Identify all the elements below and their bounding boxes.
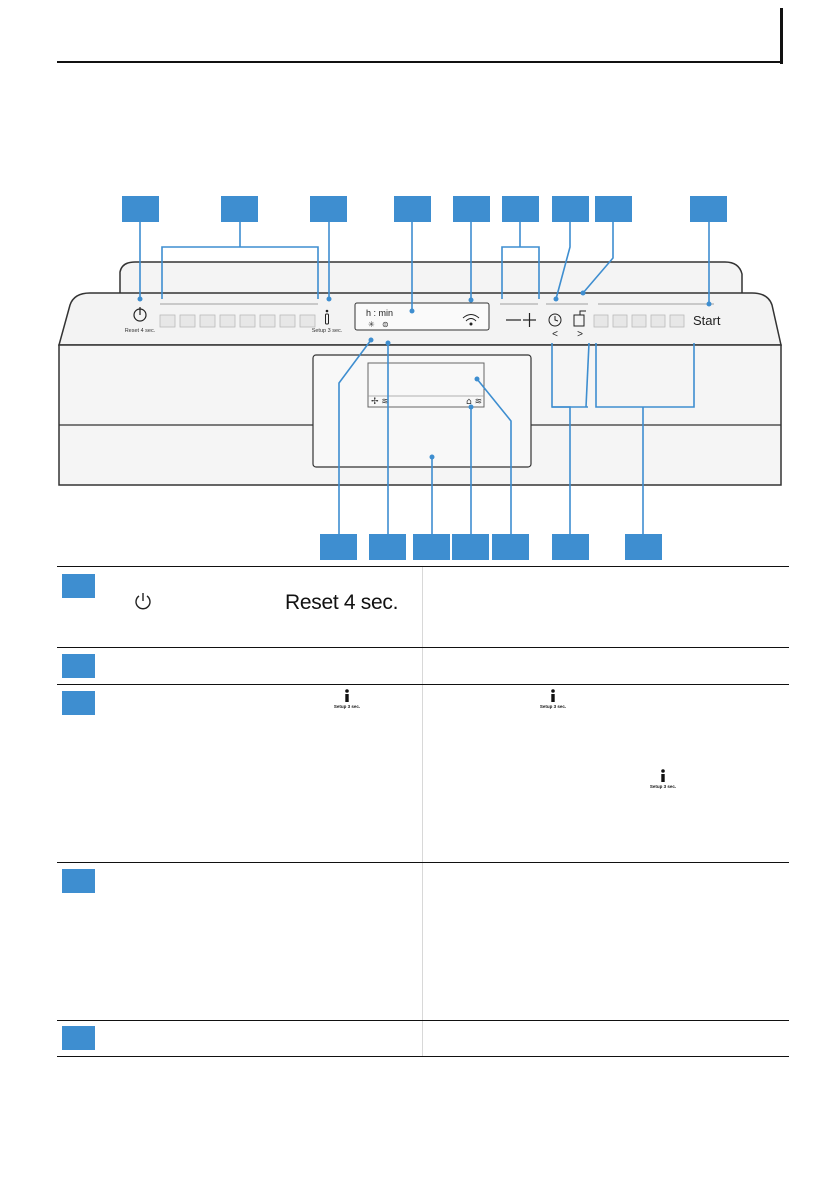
svg-text:Setup 3 sec.: Setup 3 sec. xyxy=(334,704,360,709)
program-buttons-left xyxy=(159,314,316,328)
info-icon[interactable] xyxy=(325,309,329,325)
svg-text:⌂ ≋: ⌂ ≋ xyxy=(466,397,482,407)
legend-row-3: Setup 3 sec. Setup 3 sec. Setup 3 sec. xyxy=(57,685,789,863)
door-display xyxy=(367,362,485,408)
legend-row-5 xyxy=(57,1021,789,1057)
power-caption: Reset 4 sec. xyxy=(125,328,156,334)
callout-badge xyxy=(62,869,95,893)
page-marker xyxy=(780,8,783,64)
reset-text: Reset 4 sec. xyxy=(285,591,399,614)
top-rule xyxy=(57,61,783,63)
callout-badge xyxy=(62,691,95,715)
svg-text:✢ ≋: ✢ ≋ xyxy=(371,397,389,407)
setup-icon: Setup 3 sec. xyxy=(645,768,681,790)
setup-icon: Setup 3 sec. xyxy=(535,688,571,710)
panel-display xyxy=(354,302,490,331)
svg-text:⊜: ⊜ xyxy=(382,320,389,329)
time-format-label: h : min xyxy=(366,308,393,318)
callout-badge xyxy=(62,1026,95,1050)
info-caption: Setup 3 sec. xyxy=(312,328,343,334)
clock-icon[interactable] xyxy=(548,313,562,327)
callout-lines xyxy=(139,222,710,534)
door-display-window xyxy=(312,354,532,468)
legend-row-1: Reset 4 sec. xyxy=(57,566,789,648)
option-buttons-right xyxy=(593,314,685,328)
legend-row-4 xyxy=(57,863,789,1021)
start-button[interactable]: Start xyxy=(693,313,721,328)
control-panel-figure: ✢ ≋ ⌂ ≋ Reset 4 sec. Setup 3 sec. h : mi… xyxy=(58,196,782,560)
power-icon xyxy=(135,593,151,610)
program-symbol-display: ✳ xyxy=(368,320,375,329)
chevron-left-icon[interactable]: < xyxy=(552,329,558,340)
panel-top-edge xyxy=(119,261,743,297)
wifi-icon xyxy=(462,314,480,326)
plus-icon[interactable] xyxy=(523,313,536,327)
setup-icon: Setup 3 sec. xyxy=(329,688,365,710)
callout-badge xyxy=(62,574,95,598)
callout-badges-top xyxy=(122,196,727,222)
callout-badge xyxy=(62,654,95,678)
power-icon[interactable] xyxy=(133,307,147,322)
child-lock-icon[interactable] xyxy=(573,310,586,327)
legend-row-2 xyxy=(57,648,789,685)
legend-table: Reset 4 sec. Setup 3 sec. Setup 3 sec. S… xyxy=(57,566,789,1057)
chevron-right-icon[interactable]: > xyxy=(577,329,583,340)
svg-text:Setup 3 sec.: Setup 3 sec. xyxy=(650,784,676,789)
svg-text:Setup 3 sec.: Setup 3 sec. xyxy=(540,704,566,709)
callout-badges-bottom xyxy=(320,534,662,560)
